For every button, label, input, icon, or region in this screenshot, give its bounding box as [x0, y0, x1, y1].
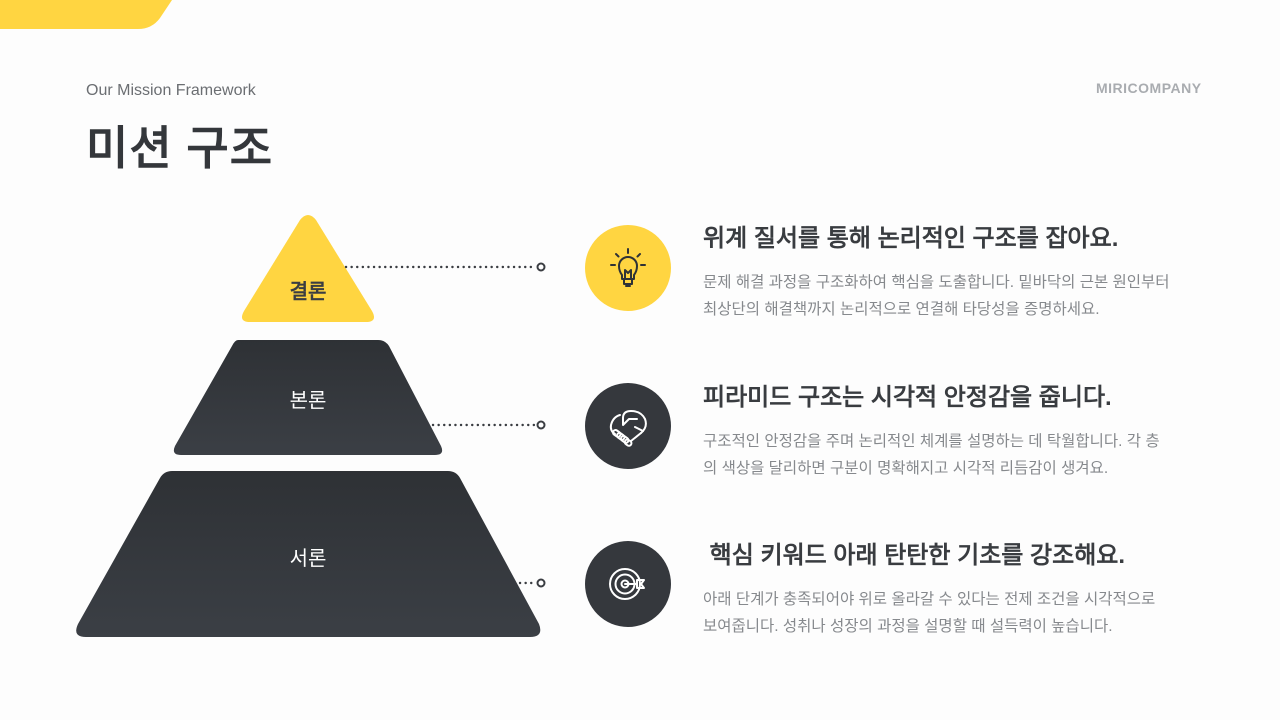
pyramid-tier-bottom	[76, 471, 541, 637]
target-icon	[609, 568, 645, 600]
content-block-2: 피라미드 구조는 시각적 안정감을 줍니다. 구조적인 안정감을 주며 논리적인…	[703, 377, 1223, 482]
lightbulb-icon-badge	[585, 225, 671, 311]
connector-line-middle	[431, 420, 546, 430]
content-heading-1: 위계 질서를 통해 논리적인 구조를 잡아요.	[703, 225, 1119, 252]
content-body-3-line-2: 보여줍니다. 성취나 성장의 과정을 설명할 때 설득력이 높습니다.	[703, 618, 1113, 635]
connector-line-bottom	[518, 578, 546, 588]
pyramid-tier-middle-label: 본론	[289, 390, 327, 412]
content-body-3-line-1: 아래 단계가 충족되어야 위로 올라갈 수 있다는 전제 조건을 시각적으로	[703, 591, 1156, 608]
handshake-icon-badge	[585, 383, 671, 469]
pyramid-diagram	[76, 215, 546, 637]
content-body-1-line-1: 문제 해결 과정을 구조화하여 핵심을 도출합니다. 밑바닥의 근본 원인부터	[703, 274, 1170, 291]
content-block-1: 위계 질서를 통해 논리적인 구조를 잡아요. 문제 해결 과정을 구조화하여 …	[703, 218, 1223, 323]
target-icon-badge	[585, 541, 671, 627]
content-body-2-line-1: 구조적인 안정감을 주며 논리적인 체계를 설명하는 데 탁월합니다. 각 층	[703, 433, 1160, 450]
slide-subtitle: Our Mission Framework	[86, 82, 256, 99]
corner-accent-shape	[0, 0, 172, 29]
handshake-icon	[609, 410, 647, 447]
connector-line-top	[344, 262, 546, 272]
lightbulb-icon	[610, 248, 646, 287]
content-heading-2: 피라미드 구조는 시각적 안정감을 줍니다.	[703, 384, 1112, 411]
pyramid-tier-bottom-label: 서론	[289, 548, 327, 570]
pyramid-tier-top-label: 결론	[289, 281, 327, 303]
brand-name: MIRICOMPANY	[1096, 80, 1202, 96]
content-heading-3: 핵심 키워드 아래 탄탄한 기초를 강조해요.	[703, 542, 1126, 569]
content-body-1-line-2: 최상단의 해결책까지 논리적으로 연결해 타당성을 증명하세요.	[703, 301, 1100, 318]
content-body-2-line-2: 의 색상을 달리하면 구분이 명확해지고 시각적 리듬감이 생겨요.	[703, 460, 1109, 477]
pyramid-tier-middle	[173, 340, 443, 455]
pyramid-tier-top	[242, 215, 374, 322]
slide-title: 미션 구조	[86, 122, 274, 174]
content-block-3: 핵심 키워드 아래 탄탄한 기초를 강조해요. 아래 단계가 충족되어야 위로 …	[703, 535, 1223, 640]
